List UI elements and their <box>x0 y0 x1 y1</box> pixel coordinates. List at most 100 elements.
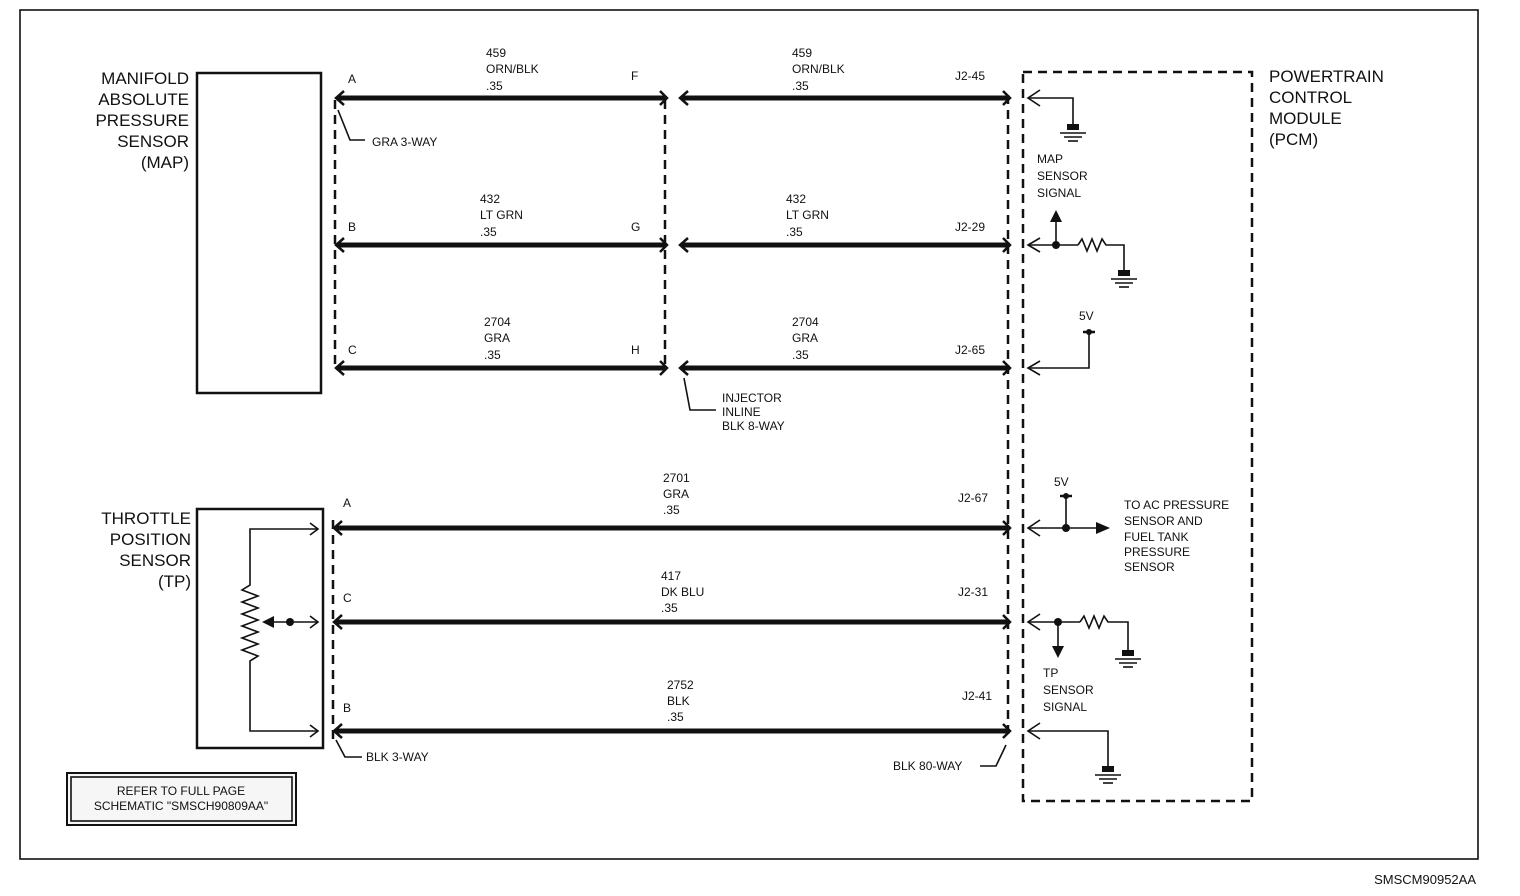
wire-color: DK BLU <box>661 585 704 599</box>
map-sensor-box <box>195 71 323 395</box>
pcm-box <box>1021 70 1254 803</box>
wire-gauge: .35 <box>661 601 678 615</box>
pcm-pin-label: J2-41 <box>962 689 992 703</box>
pcm-ground-circuit-1 <box>1026 89 1086 142</box>
wire-gauge: .35 <box>786 225 803 239</box>
ground-icon <box>1060 124 1086 142</box>
circuit-number: 459 <box>792 46 812 60</box>
figure-id: SMSCM90952AA <box>1374 872 1476 887</box>
refer-line-1: REFER TO FULL PAGE <box>117 784 245 798</box>
to-ac-line-5: SENSOR <box>1124 560 1175 574</box>
circuit-number: 432 <box>786 192 806 206</box>
voltage-label: 5V <box>1054 475 1069 489</box>
map-label-3: PRESSURE <box>95 111 189 130</box>
map-connector-label: GRA 3-WAY <box>372 135 437 149</box>
ground-icon <box>1115 650 1141 668</box>
to-ac-line-1: TO AC PRESSURE <box>1124 498 1229 512</box>
ground-icon <box>1111 270 1137 288</box>
pin-label: C <box>343 591 352 605</box>
pin-label: A <box>348 72 356 86</box>
tp-signal-2: SENSOR <box>1043 683 1094 697</box>
map-label-1: MANIFOLD <box>101 69 189 88</box>
tp-sensor-box <box>195 507 325 750</box>
pcm-pin-label: J2-45 <box>955 69 985 83</box>
inline-label-2: INLINE <box>722 405 761 419</box>
wire-color: GRA <box>792 331 818 345</box>
tp-sensor: THROTTLE POSITION SENSOR (TP) <box>101 507 325 750</box>
wire-gauge: .35 <box>792 348 809 362</box>
circuit-number: 2704 <box>792 315 819 329</box>
pcm-tp-signal-circuit <box>1026 613 1141 668</box>
wire-432: B G J2-29 432 LT GRN .35 432 LT GRN .35 <box>334 192 1012 253</box>
wire-gauge: .35 <box>484 348 501 362</box>
voltage-label: 5V <box>1079 309 1094 323</box>
arrow-right-icon <box>1096 522 1110 534</box>
pin-label: H <box>631 343 640 357</box>
wire-gauge: .35 <box>480 225 497 239</box>
pcm-5v-circuit-map: 5V <box>1026 309 1095 376</box>
pin-label: F <box>631 69 638 83</box>
pcm-pin-label: J2-65 <box>955 343 985 357</box>
pcm-pin-label: J2-31 <box>958 585 988 599</box>
wire-2701: A J2-67 2701 GRA .35 <box>332 471 1012 536</box>
signal-arrow-icon <box>1052 646 1064 658</box>
tp-signal-3: SIGNAL <box>1043 700 1087 714</box>
pcm-label-2: CONTROL <box>1269 88 1352 107</box>
pin-label: A <box>343 496 351 510</box>
pin-label: C <box>348 343 357 357</box>
wire-gauge: .35 <box>486 79 503 93</box>
tp-label-4: (TP) <box>158 572 191 591</box>
map-label-4: SENSOR <box>117 132 189 151</box>
wire-color: ORN/BLK <box>792 62 845 76</box>
pcm-label: POWERTRAIN CONTROL MODULE (PCM) <box>1269 67 1384 149</box>
tp-label-1: THROTTLE <box>101 509 191 528</box>
wire-gauge: .35 <box>667 710 684 724</box>
refer-note: REFER TO FULL PAGE SCHEMATIC "SMSCH90809… <box>66 772 297 826</box>
pcm-connector-label: BLK 80-WAY <box>893 759 962 773</box>
wiper-arrow-icon <box>262 616 274 628</box>
pcm-connector-leader <box>980 744 1007 767</box>
tp-label-3: SENSOR <box>119 551 191 570</box>
tp-connector-leader <box>335 739 362 758</box>
map-signal-1: MAP <box>1037 152 1063 166</box>
map-label-5: (MAP) <box>141 153 189 172</box>
wire-color: LT GRN <box>480 208 523 222</box>
pin-label: B <box>343 701 351 715</box>
resistor-icon <box>1077 236 1125 274</box>
circuit-number: 459 <box>486 46 506 60</box>
map-signal-2: SENSOR <box>1037 169 1088 183</box>
wire-2752: B J2-41 2752 BLK .35 <box>332 678 1012 739</box>
diagram-frame <box>19 9 1479 860</box>
wire-color: GRA <box>484 331 510 345</box>
circuit-number: 2704 <box>484 315 511 329</box>
wire-color: LT GRN <box>786 208 829 222</box>
inline-label-3: BLK 8-WAY <box>722 419 785 433</box>
pin-label: G <box>631 220 640 234</box>
wire-gauge: .35 <box>792 79 809 93</box>
pcm-5v-circuit-tp: 5V <box>1026 475 1110 537</box>
tp-signal-1: TP <box>1043 666 1058 680</box>
pcm-map-signal-circuit <box>1026 210 1137 288</box>
map-label-2: ABSOLUTE <box>98 90 189 109</box>
ground-icon <box>1095 766 1121 784</box>
circuit-number: 2701 <box>663 471 690 485</box>
pin-label: B <box>348 220 356 234</box>
pcm-pin-label: J2-67 <box>958 491 988 505</box>
to-ac-line-4: PRESSURE <box>1124 545 1190 559</box>
refer-line-2: SCHEMATIC "SMSCH90809AA" <box>94 799 268 813</box>
resistor-icon <box>1079 613 1129 654</box>
pcm-label-4: (PCM) <box>1269 130 1318 149</box>
tp-label-2: POSITION <box>110 530 191 549</box>
wire-417: C J2-31 417 DK BLU .35 <box>332 569 1012 630</box>
wire-color: GRA <box>663 487 689 501</box>
inline-connector-leader <box>683 377 716 411</box>
wire-459: A F J2-45 459 ORN/BLK .35 459 ORN/BLK .3… <box>334 46 1012 106</box>
potentiometer-icon <box>239 528 318 732</box>
circuit-number: 432 <box>480 192 500 206</box>
circuit-number: 417 <box>661 569 681 583</box>
pcm-ground-circuit-2 <box>1026 722 1121 784</box>
map-connector-leader <box>337 109 365 141</box>
to-ac-line-2: SENSOR AND <box>1124 514 1203 528</box>
signal-arrow-icon <box>1050 210 1062 222</box>
